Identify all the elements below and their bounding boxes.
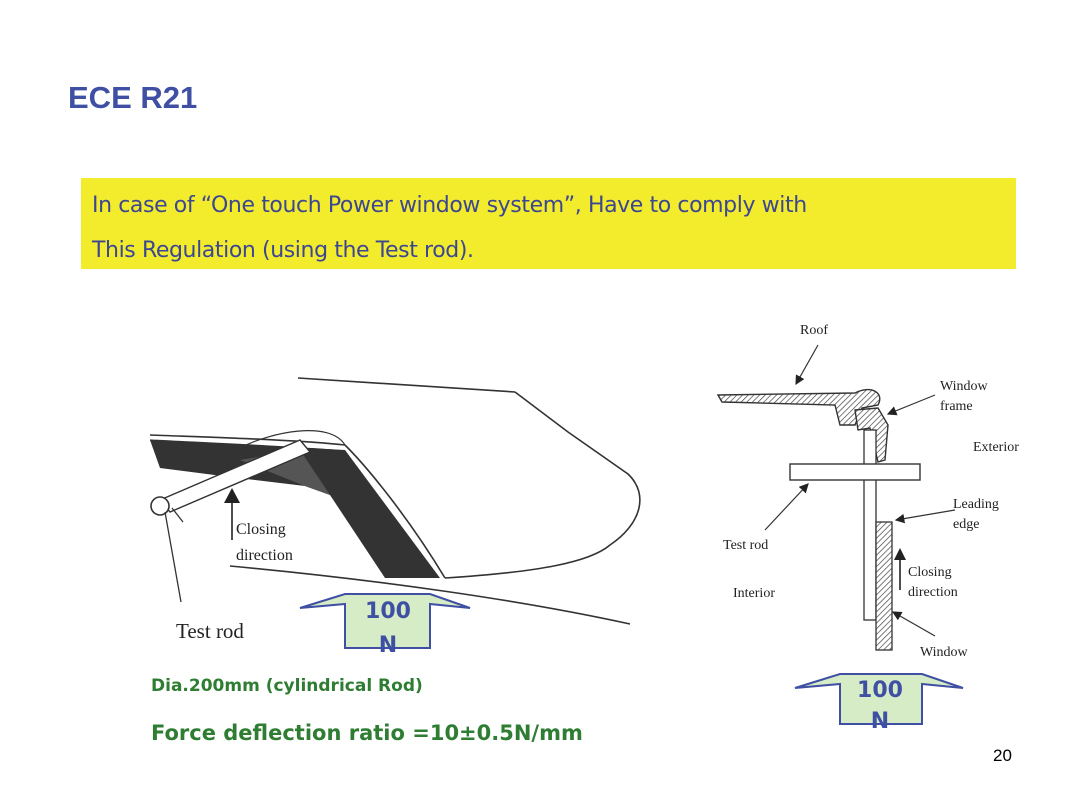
window-section-diagram	[716, 344, 956, 651]
right-window-frame-label-1: Window	[940, 379, 989, 394]
right-force-unit: N	[871, 709, 889, 734]
right-force-indicator: 100 N	[794, 673, 964, 734]
highlight-note: In case of “One touch Power window syste…	[81, 178, 1016, 269]
left-closing-label-2: direction	[236, 547, 293, 564]
right-leading-edge-label-1: Leading	[953, 497, 999, 512]
right-closing-label-2: direction	[908, 585, 958, 600]
note-line-2: This Regulation (using the Test rod).	[92, 238, 474, 263]
right-window-frame-label-2: frame	[940, 399, 973, 414]
slide-title: ECE R21	[68, 80, 198, 115]
left-force-indicator: 100 N	[299, 593, 471, 658]
right-closing-label-1: Closing	[908, 565, 952, 580]
left-force-value: 100	[365, 599, 411, 624]
left-force-unit: N	[379, 633, 397, 658]
left-test-rod-label: Test rod	[176, 619, 244, 643]
right-roof-label: Roof	[800, 323, 828, 338]
right-leading-edge-label-2: edge	[953, 517, 979, 532]
right-window-label: Window	[920, 645, 969, 660]
car-window-diagram	[149, 377, 641, 625]
force-ratio-caption: Force deflection ratio =10±0.5N/mm	[151, 721, 583, 745]
note-line-1: In case of “One touch Power window syste…	[92, 193, 807, 218]
right-test-rod-label: Test rod	[723, 538, 768, 553]
left-closing-label-1: Closing	[236, 521, 286, 538]
rod-caption: Dia.200mm (cylindrical Rod)	[151, 676, 423, 696]
page-number: 20	[993, 746, 1012, 765]
right-force-value: 100	[857, 678, 903, 703]
right-exterior-label: Exterior	[973, 440, 1019, 455]
right-interior-label: Interior	[733, 586, 775, 601]
